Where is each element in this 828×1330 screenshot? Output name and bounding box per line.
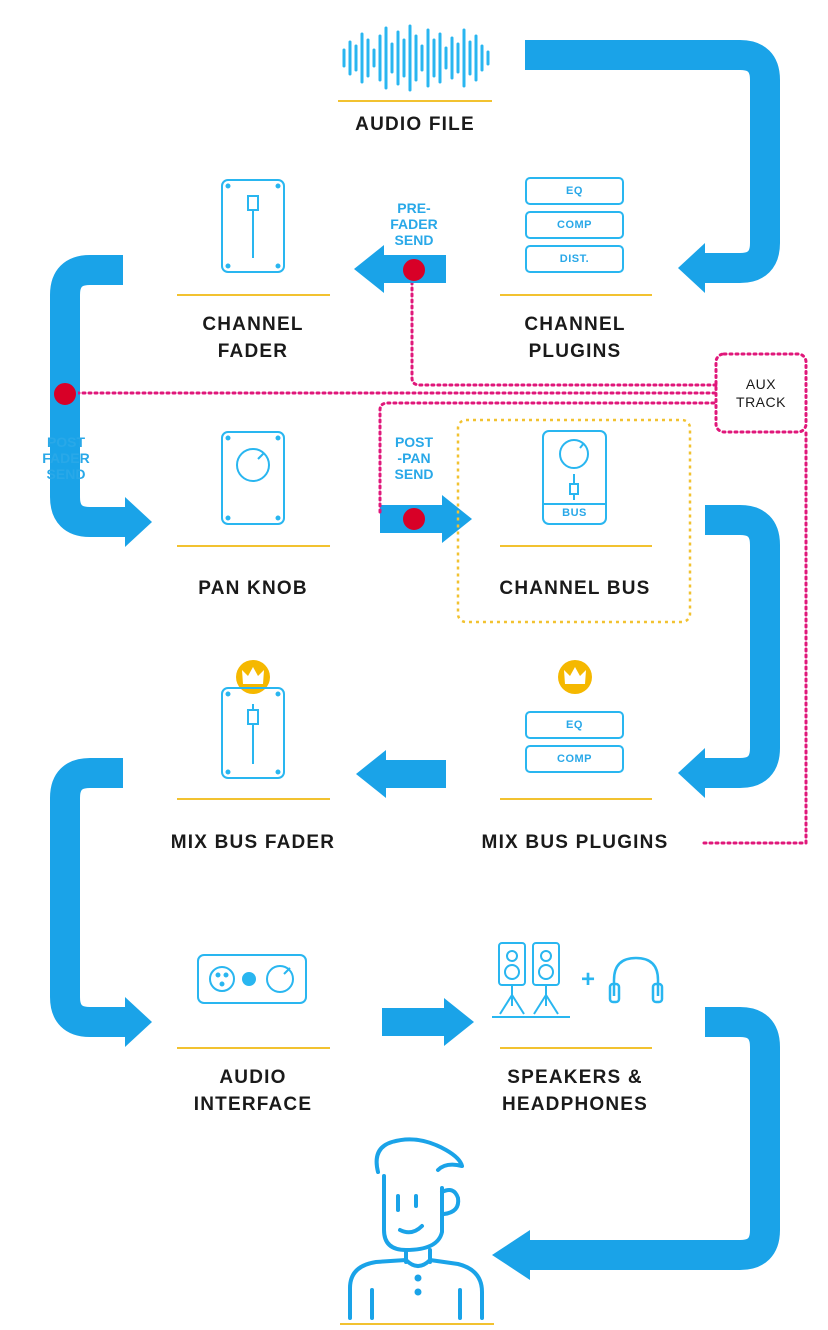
- headphones-icon: [608, 956, 664, 1004]
- mix-bus-plugins-icon: [525, 711, 624, 773]
- audio-file-label: AUDIO FILE: [355, 114, 475, 135]
- pre-fader-send-dot: [401, 257, 427, 283]
- flow-mixfader-to-interface: [50, 758, 125, 1037]
- bus-tag: BUS: [562, 507, 587, 519]
- post-pan-send-label: POST -PAN SEND: [394, 434, 434, 482]
- aux-track-label: AUX TRACK: [736, 376, 786, 410]
- mix-bus-plugins-label: MIX BUS PLUGINS: [481, 832, 669, 853]
- aux-routing-lines: [63, 268, 808, 845]
- mix-bus-fader-icon: [221, 687, 285, 779]
- knob-icon: [221, 431, 285, 525]
- bus-icon: [542, 430, 607, 525]
- flow-bus-to-mixplugins: [705, 505, 780, 788]
- speakers-icon: [492, 942, 570, 1018]
- channel-plugin-dist: DIST.: [559, 253, 590, 265]
- listener-icon: [348, 1137, 484, 1320]
- channel-plugins-icon: [525, 177, 624, 273]
- channel-bus-label: CHANNEL BUS: [499, 578, 651, 599]
- speakers-headphones-label: SPEAKERS & HEADPHONES: [501, 1067, 649, 1115]
- channel-plugins-label: CHANNEL PLUGINS: [524, 314, 626, 362]
- mix-bus-plugin-eq: EQ: [566, 719, 583, 731]
- node-underlines: [177, 100, 652, 1325]
- pre-fader-send-label: PRE- FADER SEND: [390, 200, 438, 248]
- mix-bus-fader-label: MIX BUS FADER: [170, 832, 336, 853]
- flow-audio-to-plugins: [525, 40, 780, 283]
- post-pan-send-dot: [401, 506, 427, 532]
- mix-bus-plugin-comp: COMP: [557, 753, 592, 765]
- plus-sign: +: [580, 966, 595, 993]
- channel-plugin-eq: EQ: [566, 185, 583, 197]
- fader-icon: [221, 179, 285, 273]
- flow-speakers-to-listener: [530, 1007, 780, 1270]
- waveform-icon: [342, 24, 490, 92]
- audio-interface-icon: [197, 954, 307, 1004]
- audio-interface-label: AUDIO INTERFACE: [193, 1067, 313, 1115]
- post-fader-send-label: POST FADER SEND: [42, 434, 90, 482]
- post-fader-send-dot: [52, 381, 78, 407]
- channel-plugin-comp: COMP: [557, 219, 592, 231]
- channel-fader-label: CHANNEL FADER: [202, 314, 304, 362]
- crown-icon: [236, 660, 592, 694]
- channel-bus-highlight: [456, 418, 692, 624]
- send-points: [52, 257, 427, 532]
- pan-knob-label: PAN KNOB: [198, 578, 308, 599]
